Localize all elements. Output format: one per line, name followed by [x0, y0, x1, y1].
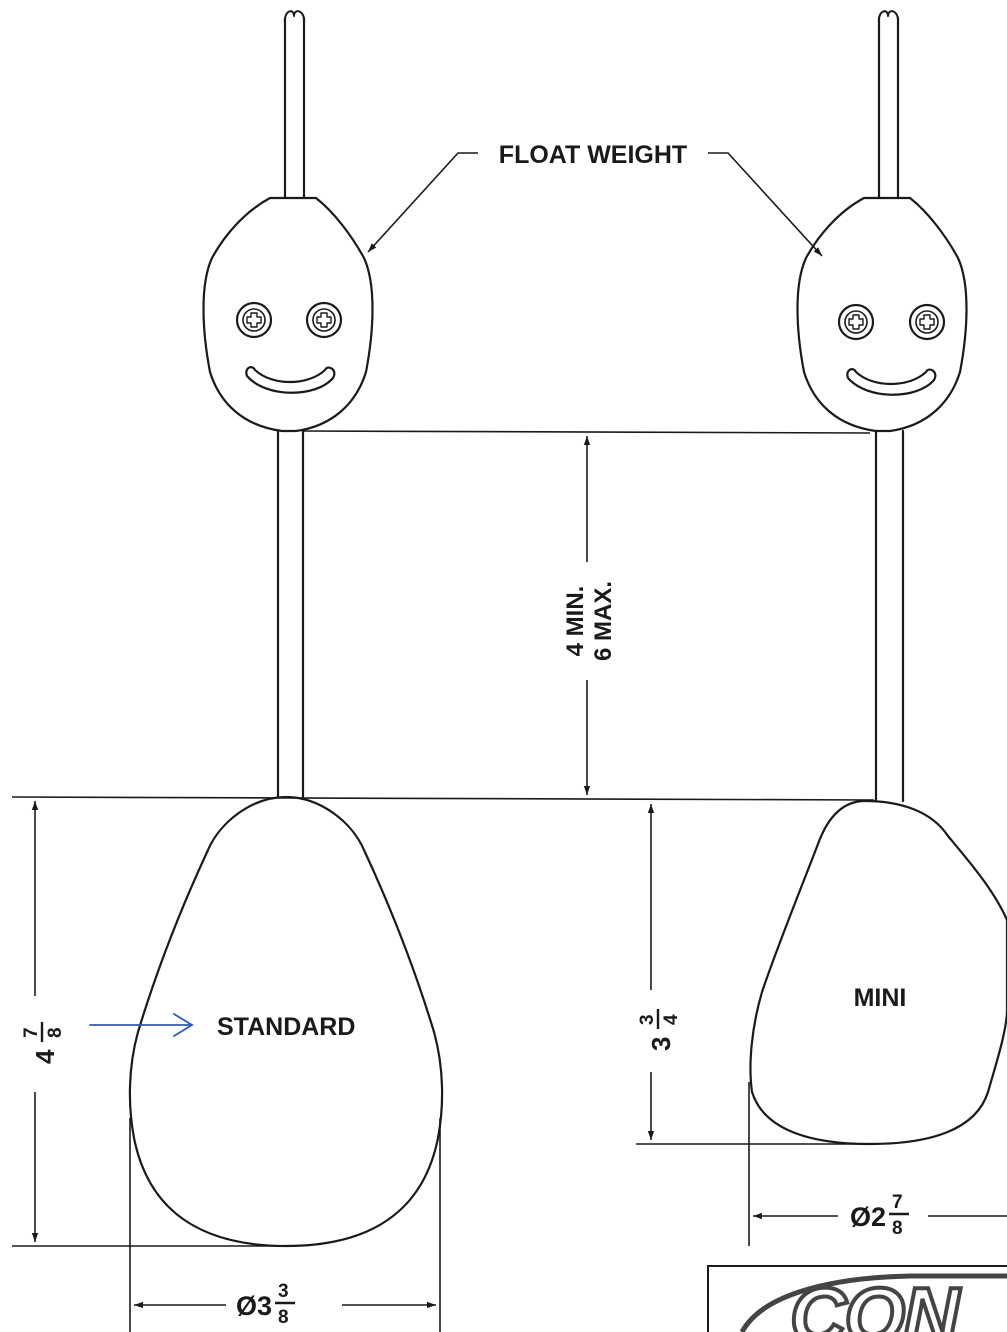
- standard-height-label: 4 7 8: [21, 1022, 66, 1064]
- mini-diameter-numerator: 7: [892, 1192, 903, 1213]
- standard-diameter-numerator: 3: [278, 1281, 289, 1302]
- mini-height-label: 3 3 4: [637, 1009, 682, 1051]
- standard-height-numerator: 7: [21, 1027, 42, 1038]
- mini-diameter-prefix: Ø: [850, 1202, 871, 1232]
- standard-diameter-denominator: 8: [278, 1307, 289, 1328]
- standard-label: STANDARD: [217, 1013, 355, 1041]
- lower-extension-line: [11, 796, 875, 801]
- right-smile-slot: [846, 368, 937, 396]
- upper-extension-line: [303, 430, 871, 434]
- standard-annotation-arrow: [89, 1013, 194, 1037]
- standard-diameter-prefix: Ø: [236, 1291, 257, 1321]
- left-smile-slot: [245, 366, 336, 394]
- standard-diameter-label: Ø 3 3 8: [236, 1281, 295, 1328]
- mini-diameter-label: Ø 2 7 8: [850, 1192, 909, 1239]
- mini-height-whole: 3: [646, 1037, 676, 1051]
- spacing-min-label: 4 MIN.: [562, 586, 589, 657]
- standard-float-body: [128, 795, 444, 1248]
- left-cable-middle: [276, 429, 305, 799]
- logo-lettering: CON: [790, 1271, 961, 1332]
- spacing-max-label: 6 MAX.: [590, 581, 617, 661]
- mini-height-denominator: 4: [661, 1014, 682, 1025]
- right-screw-2-icon: [908, 303, 946, 341]
- standard-height-denominator: 8: [45, 1027, 66, 1038]
- mini-diameter-denominator: 8: [892, 1218, 903, 1239]
- mini-height-numerator: 3: [637, 1014, 658, 1025]
- standard-height-whole: 4: [30, 1049, 60, 1064]
- right-screw-1-icon: [837, 303, 875, 341]
- mini-float-body: [749, 799, 1007, 1146]
- spacing-dimension-text: 4 MIN. 6 MAX.: [562, 581, 617, 661]
- left-float-weight: [202, 196, 374, 433]
- standard-diameter-whole: 3: [257, 1291, 272, 1321]
- left-screw-1-icon: [235, 301, 273, 339]
- float-weight-leader-right: [708, 152, 823, 257]
- right-cable-middle: [874, 429, 905, 803]
- left-cable-top: [283, 10, 306, 200]
- float-weight-label: FLOAT WEIGHT: [499, 141, 687, 169]
- mini-diameter-whole: 2: [871, 1202, 886, 1232]
- left-screw-2-icon: [305, 301, 343, 339]
- company-logo: CON: [707, 1265, 1007, 1332]
- right-cable-top: [877, 10, 900, 200]
- right-float-weight: [796, 196, 968, 433]
- mini-label: MINI: [854, 984, 907, 1012]
- float-weight-leader-left: [367, 152, 478, 253]
